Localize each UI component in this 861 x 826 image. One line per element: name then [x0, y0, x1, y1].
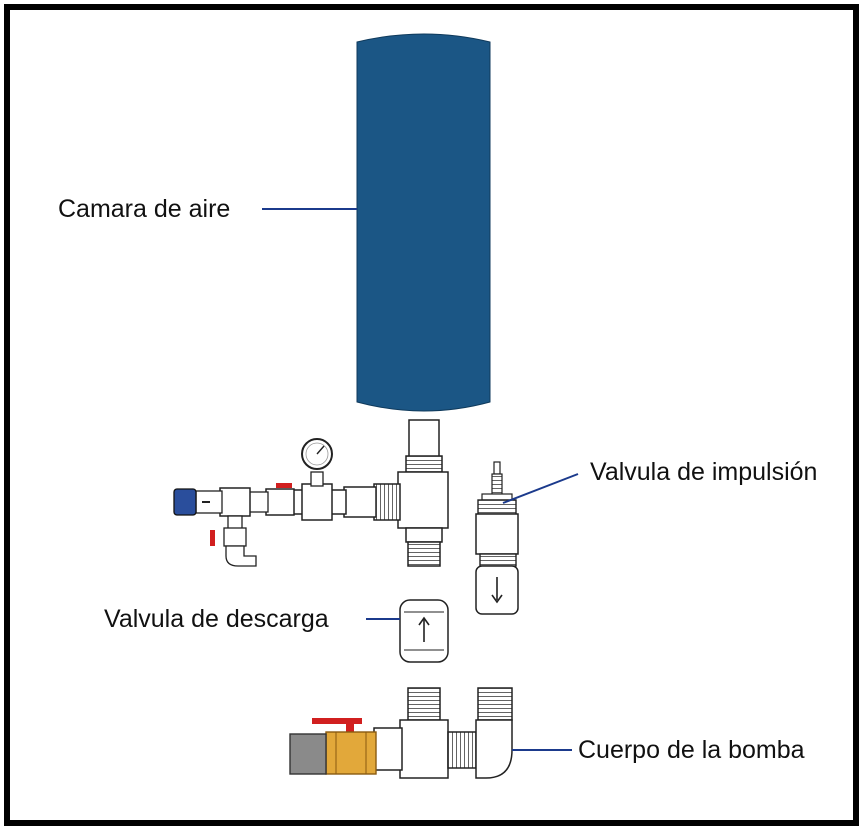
label-pump-body: Cuerpo de la bomba — [578, 736, 805, 764]
outlet-valve-handle — [276, 483, 292, 488]
arrow-up-icon — [418, 616, 430, 642]
pump-body — [373, 687, 513, 779]
pressure-gauge-icon — [301, 438, 333, 470]
gauge-stem — [310, 471, 324, 487]
tee-lower-thread — [405, 527, 443, 543]
outlet-valve-body — [265, 488, 295, 516]
arrow-down-icon — [491, 577, 503, 604]
drain-elbow — [225, 545, 257, 567]
gauge-tee — [301, 483, 333, 521]
leader-impulse-valve — [502, 473, 579, 504]
outlet-small-pipe — [247, 491, 269, 513]
air-chamber-tank — [356, 33, 491, 412]
label-air-chamber: Camara de aire — [58, 195, 231, 223]
tee-lower-pipe-thread — [407, 541, 441, 567]
impulse-valve — [475, 461, 519, 615]
outlet-end-cap — [173, 488, 197, 516]
tee-upper-thread — [405, 455, 443, 473]
outlet-union — [343, 486, 377, 518]
label-discharge-valve: Valvula de descarga — [104, 605, 329, 633]
tee-body — [397, 471, 449, 529]
tank-neck-pipe — [408, 419, 440, 459]
outlet-small-tee — [219, 487, 251, 517]
inlet-ball-valve — [289, 718, 377, 775]
drain-valve-body — [223, 527, 247, 547]
outlet-nipple-thread — [373, 483, 401, 521]
drain-valve-handle — [210, 530, 215, 546]
label-impulse-valve: Valvula de impulsión — [590, 458, 818, 486]
discharge-valve — [399, 599, 449, 663]
